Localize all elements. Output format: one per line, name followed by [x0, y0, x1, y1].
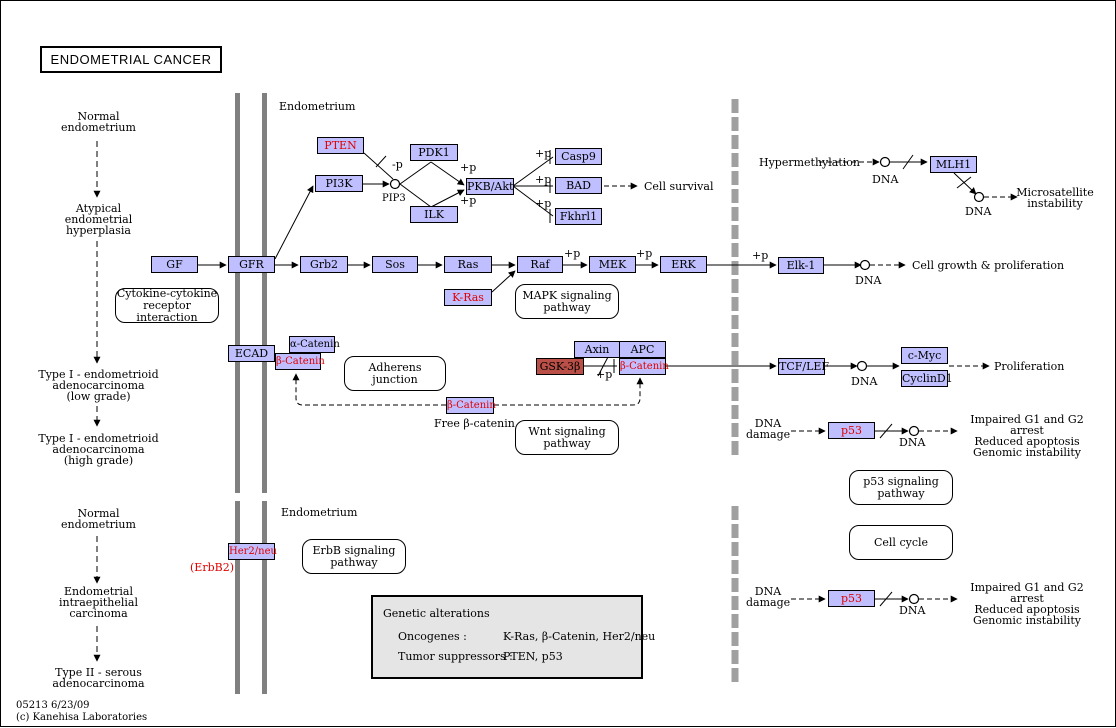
map-cytokine-receptor-interaction[interactable]: Cytokine-cytokine receptor interaction	[115, 286, 219, 324]
legend-oncogenes-label: Oncogenes :	[398, 630, 467, 643]
gene-ecad[interactable]: ECAD	[228, 345, 275, 362]
gene-alpha-catenin[interactable]: α-Catenin	[289, 336, 340, 353]
legend-heading: Genetic alterations	[383, 607, 490, 620]
gene-p53-top[interactable]: p53	[828, 422, 875, 439]
label-pip3: PIP3	[382, 193, 406, 204]
label-dna-msi: DNA	[965, 205, 992, 218]
label-plus-p-ilk: +p	[460, 194, 477, 207]
stage-type2-serous: Type II - serous adenocarcinoma	[52, 666, 145, 690]
stage-intraepithelial-carcinoma: Endometrial intraepithelial carcinoma	[58, 585, 139, 620]
compartment-label-top: Endometrium	[279, 100, 356, 113]
gene-mlh1[interactable]: MLH1	[930, 156, 977, 173]
gene-beta-catenin-free[interactable]: β-Catenin	[446, 397, 496, 414]
stage-type1-high-grade: Type I - endometrioid adenocarcinoma (hi…	[38, 432, 159, 467]
gene-pkb-akt[interactable]: PKB/Akt	[466, 178, 514, 195]
gene-erk[interactable]: ERK	[660, 256, 707, 273]
label-hypermethylation: Hypermethylation	[759, 156, 860, 169]
stage-normal-endometrium-2: Normal endometrium	[61, 507, 136, 531]
label-dna-elk1: DNA	[855, 274, 882, 287]
gene-ras[interactable]: Ras	[444, 256, 492, 273]
gene-elk1[interactable]: Elk-1	[778, 257, 824, 274]
gene-pi3k[interactable]: PI3K	[315, 175, 363, 192]
map-p53-signaling[interactable]: p53 signaling pathway	[849, 470, 953, 505]
label-dna-damage-bottom: DNA damage	[746, 585, 791, 609]
gene-beta-catenin-membrane[interactable]: β-Catenin	[275, 353, 325, 370]
label-cell-growth-proliferation: Cell growth & proliferation	[912, 259, 1065, 272]
legend-tumor-suppressors-label: Tumor suppressors :	[398, 650, 513, 663]
gene-apc[interactable]: APC	[619, 341, 666, 358]
stage-atypical-hyperplasia: Atypical endometrial hyperplasia	[64, 202, 133, 237]
label-plus-p-bad: +p	[535, 173, 552, 186]
label-dna-p53-top: DNA	[899, 436, 926, 449]
membrane-bars	[235, 93, 267, 694]
label-impaired-bottom: Impaired G1 and G2 arrest Reduced apopto…	[970, 581, 1084, 627]
label-minus-p: -p	[392, 158, 403, 171]
gene-bad[interactable]: BAD	[555, 177, 602, 194]
legend-tumor-suppressors-value: PTEN, p53	[503, 650, 563, 663]
gene-gf[interactable]: GF	[151, 256, 198, 273]
gene-beta-catenin-complex[interactable]: β-Catenin	[619, 358, 669, 375]
label-dna-damage-top: DNA damage	[746, 417, 791, 441]
gene-p53-bottom[interactable]: p53	[828, 590, 875, 607]
gene-mek[interactable]: MEK	[589, 256, 636, 273]
label-plus-p-casp9: +p	[535, 147, 552, 160]
label-microsatellite-instability: Microsatellite instability	[1016, 186, 1094, 210]
gene-ilk[interactable]: ILK	[410, 206, 458, 223]
gene-tcf-lef[interactable]: TCF/LEF	[778, 358, 830, 375]
gene-casp9[interactable]: Casp9	[555, 148, 602, 165]
genetic-alterations-legend: Genetic alterations Oncogenes : K-Ras, β…	[371, 595, 655, 679]
erbb2-label: (ErbB2)	[190, 561, 234, 574]
label-free-beta-catenin: Free β-catenin	[434, 417, 515, 430]
stage-type1-low-grade: Type I - endometrioid adenocarcinoma (lo…	[38, 368, 159, 403]
footer-copyright: (c) Kanehisa Laboratories	[16, 712, 148, 723]
label-plus-p-fkhrl1: +p	[535, 197, 552, 210]
gene-grb2[interactable]: Grb2	[300, 256, 348, 273]
gene-c-myc[interactable]: c-Myc	[901, 347, 948, 364]
label-plus-p-raf: +p	[564, 247, 581, 260]
footer-id-date: 05213 6/23/09	[16, 700, 90, 711]
label-dna-mlh1: DNA	[872, 173, 899, 186]
map-erbb-signaling[interactable]: ErbB signaling pathway	[302, 539, 406, 574]
map-adherens-junction[interactable]: Adherens junction	[344, 356, 446, 391]
label-cell-survival: Cell survival	[644, 180, 714, 193]
gene-her2-neu[interactable]: Her2/neu	[228, 543, 277, 560]
gene-k-ras[interactable]: K-Ras	[444, 289, 492, 306]
map-cell-cycle[interactable]: Cell cycle	[849, 525, 953, 560]
gene-axin[interactable]: Axin	[574, 341, 620, 358]
legend-oncogenes-value: K-Ras, β-Catenin, Her2/neu	[503, 630, 656, 643]
label-dna-tcf: DNA	[851, 375, 878, 388]
label-plus-p-pdk1: +p	[460, 161, 477, 174]
label-plus-p-elk1: +p	[752, 249, 769, 262]
map-wnt-signaling[interactable]: Wnt signaling pathway	[515, 420, 619, 455]
map-mapk-signaling[interactable]: MAPK signaling pathway	[515, 284, 619, 319]
label-dna-p53-bottom: DNA	[899, 604, 926, 617]
gene-pdk1[interactable]: PDK1	[410, 144, 458, 161]
label-plus-p-gsk: +p	[596, 368, 613, 381]
gene-pten[interactable]: PTEN	[317, 137, 364, 154]
label-plus-p-mek: +p	[636, 247, 653, 260]
gene-sos[interactable]: Sos	[372, 256, 418, 273]
gene-gsk3b[interactable]: GSK-3β	[536, 358, 584, 375]
gene-raf[interactable]: Raf	[517, 256, 563, 273]
gene-gfr[interactable]: GFR	[228, 256, 275, 273]
stage-normal-endometrium: Normal endometrium	[61, 110, 136, 134]
label-impaired-top: Impaired G1 and G2 arrest Reduced apopto…	[970, 413, 1084, 459]
compartment-label-bottom: Endometrium	[281, 506, 358, 519]
label-proliferation: Proliferation	[994, 360, 1065, 373]
gene-cyclind1[interactable]: CyclinD1	[901, 370, 953, 387]
diagram-title: ENDOMETRIAL CANCER	[40, 46, 222, 73]
gene-fkhrl1[interactable]: Fkhrl1	[555, 208, 602, 225]
